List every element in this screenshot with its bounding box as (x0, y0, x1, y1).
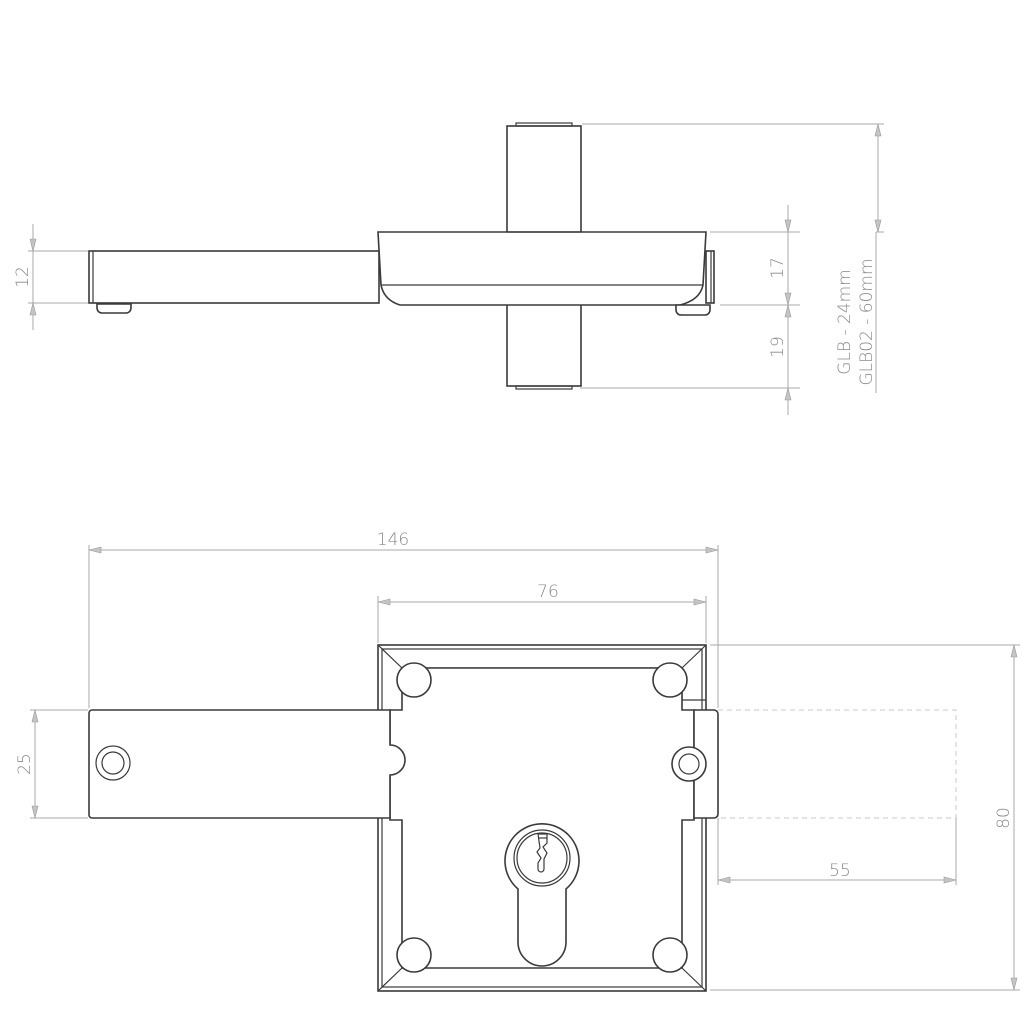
screw-top-left (396, 662, 432, 698)
dim-label-25: 25 (15, 753, 35, 775)
bolt-tip-front (671, 709, 719, 819)
dimension-case-height: 80 (710, 644, 1020, 991)
dim-label-19: 19 (768, 336, 788, 358)
dimension-bolt-thickness: 12 (13, 224, 88, 330)
dim-label-80: 80 (994, 807, 1014, 829)
dimension-body-depth: 17 19 (580, 205, 800, 415)
cylinder-keyhole (504, 823, 580, 967)
dim-label-55: 55 (829, 861, 851, 881)
dimension-overall-width: 146 (88, 530, 719, 708)
screw-top-right (652, 662, 688, 698)
dim-label-glb: GLB - 24mm (835, 269, 855, 374)
dim-label-146: 146 (377, 530, 409, 550)
dim-label-12: 12 (13, 266, 33, 288)
dim-label-76: 76 (537, 582, 559, 602)
key-icon (536, 833, 548, 873)
screw-bottom-left (396, 937, 432, 973)
dimension-bolt-throw: 55 (717, 818, 957, 885)
bolt-bar-top (88, 250, 380, 314)
dimension-case-width: 76 (377, 582, 707, 643)
dimension-cylinder-length: GLB - 24mm GLB02 - 60mm (582, 123, 884, 393)
dimension-bolt-height: 25 (15, 709, 88, 819)
lock-body-side (377, 231, 715, 316)
dim-label-glb02: GLB02 - 60mm (857, 258, 877, 385)
bolt-front (88, 709, 406, 819)
bolt-throw-outline (717, 709, 957, 819)
screw-bottom-right (652, 937, 688, 973)
top-view: 12 17 19 GLB - 24mm GLB02 - 60mm (13, 122, 884, 415)
lock-case-front (377, 644, 707, 992)
dim-label-17: 17 (768, 257, 788, 279)
front-view: 146 76 25 80 (15, 530, 1020, 992)
